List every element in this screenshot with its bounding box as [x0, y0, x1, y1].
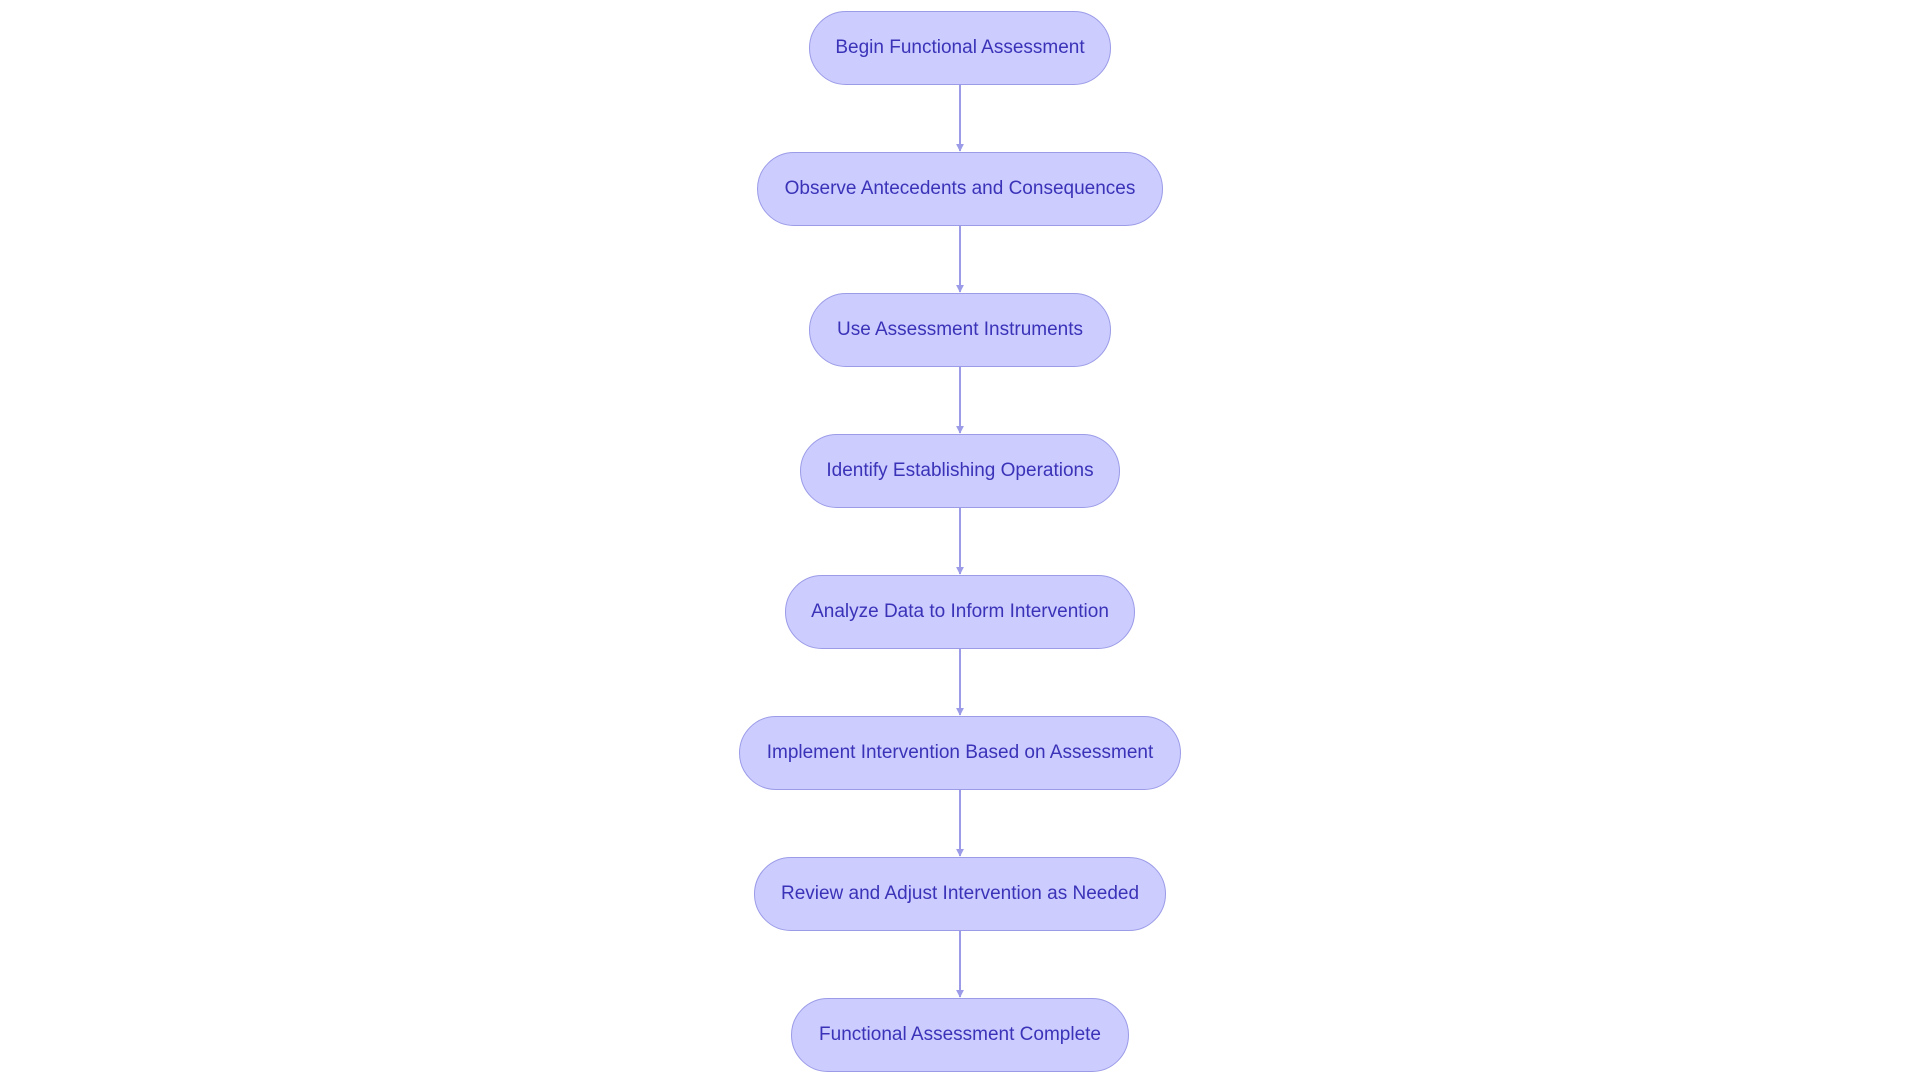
node-functional-assessment-complete: Functional Assessment Complete	[791, 998, 1129, 1072]
node-label: Analyze Data to Inform Intervention	[811, 601, 1109, 622]
node-label: Identify Establishing Operations	[826, 460, 1094, 481]
node-label: Use Assessment Instruments	[836, 319, 1084, 340]
node-review-and-adjust-intervention-as-needed: Review and Adjust Intervention as Needed	[754, 857, 1166, 931]
node-label: Review and Adjust Intervention as Needed	[780, 883, 1140, 904]
node-label: Functional Assessment Complete	[819, 1024, 1101, 1045]
node-use-assessment-instruments: Use Assessment Instruments	[809, 293, 1111, 367]
node-label: Implement Intervention Based on Assessme…	[766, 742, 1154, 763]
node-identify-establishing-operations: Identify Establishing Operations	[800, 434, 1120, 508]
node-analyze-data-to-inform-intervention: Analyze Data to Inform Intervention	[785, 575, 1135, 649]
node-observe-antecedents-and-consequences: Observe Antecedents and Consequences	[757, 152, 1163, 226]
node-label: Begin Functional Assessment	[835, 37, 1085, 58]
node-begin-functional-assessment: Begin Functional Assessment	[809, 11, 1111, 85]
node-implement-intervention-based-on-assessment: Implement Intervention Based on Assessme…	[739, 716, 1181, 790]
node-label: Observe Antecedents and Consequences	[784, 178, 1136, 199]
